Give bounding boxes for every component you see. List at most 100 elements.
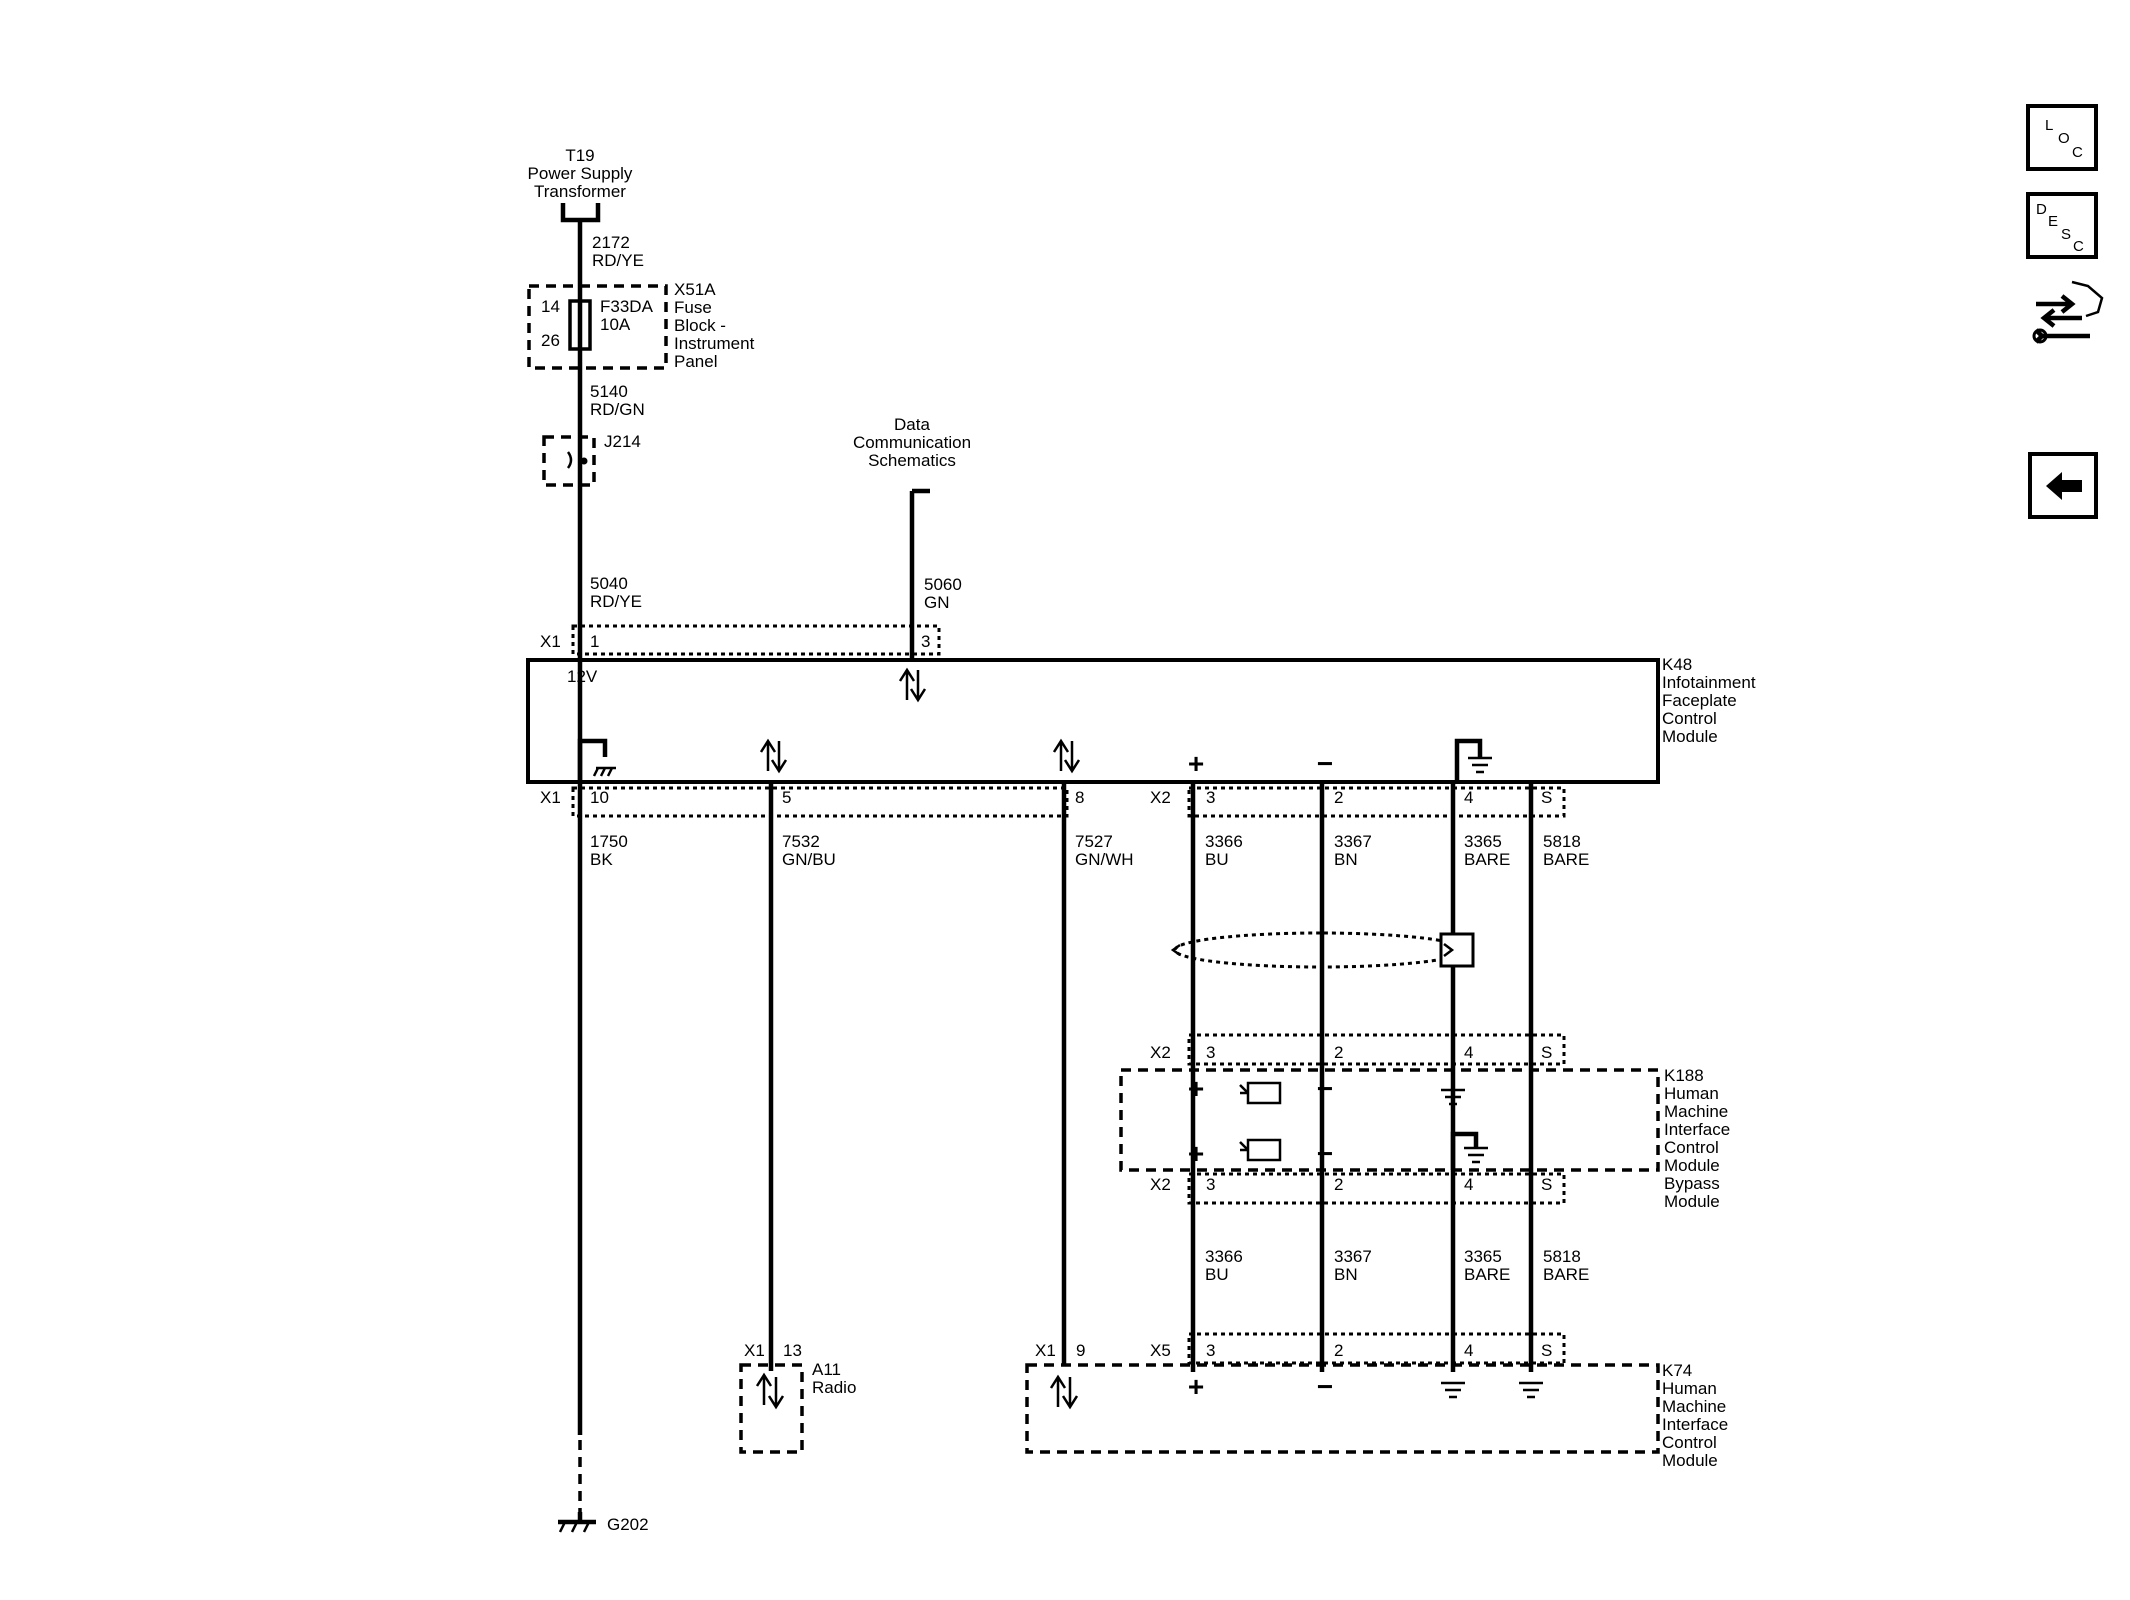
k48-x2-pin-s: S bbox=[1541, 788, 1552, 807]
ground-g202-label: G202 bbox=[607, 1515, 649, 1534]
back-button[interactable] bbox=[2028, 452, 2098, 519]
fuse-name: F33DA bbox=[600, 297, 654, 316]
k188-plus-top: + bbox=[1188, 1073, 1204, 1104]
svg-text:BARE: BARE bbox=[1464, 1265, 1510, 1284]
k48-pin-8: 8 bbox=[1075, 788, 1084, 807]
k48-bottom-connector-x2 bbox=[1187, 786, 1566, 818]
k48-bottom-connector-x1 bbox=[571, 786, 1069, 818]
k48-voltage: 12V bbox=[567, 667, 598, 686]
chassis-ground-g202-icon bbox=[558, 1512, 596, 1533]
svg-text:Human: Human bbox=[1662, 1379, 1717, 1398]
k188-module-box[interactable] bbox=[1119, 1068, 1660, 1172]
data-communication-link[interactable]: Data Communication Schematics bbox=[853, 415, 971, 470]
svg-text:X51A: X51A bbox=[674, 280, 716, 299]
back-arrow-icon bbox=[2046, 472, 2082, 500]
svg-text:Communication: Communication bbox=[853, 433, 971, 452]
splice-outline bbox=[542, 435, 596, 487]
k188-bottom-connector bbox=[1187, 1172, 1566, 1205]
k48-signal-ground-icon bbox=[1454, 738, 1492, 782]
wire-5040-circuit: 5040 bbox=[590, 574, 628, 593]
svg-text:Radio: Radio bbox=[812, 1378, 856, 1397]
svg-text:O: O bbox=[2058, 130, 2070, 147]
svg-text:3366: 3366 bbox=[1205, 1247, 1243, 1266]
k188-bottom-connector-label: X2 bbox=[1150, 1175, 1171, 1194]
k48-plus: + bbox=[1188, 748, 1204, 779]
k188-label: K188 Human Machine Interface Control Mod… bbox=[1664, 1066, 1730, 1211]
k188-top-connector-label: X2 bbox=[1150, 1043, 1171, 1062]
k188-top-pin-3: 3 bbox=[1206, 1043, 1215, 1062]
svg-text:C: C bbox=[2072, 144, 2083, 161]
k48-bottom-x1-label: X1 bbox=[540, 788, 561, 807]
a11-module-box[interactable] bbox=[739, 1363, 804, 1454]
k74-plus: + bbox=[1188, 1371, 1204, 1402]
svg-text:3366: 3366 bbox=[1205, 832, 1243, 851]
svg-text:BARE: BARE bbox=[1464, 850, 1510, 869]
k74-x5-connector bbox=[1187, 1332, 1566, 1365]
shield-drain-box bbox=[1439, 932, 1475, 968]
svg-text:GN/WH: GN/WH bbox=[1075, 850, 1134, 869]
svg-text:Module: Module bbox=[1664, 1192, 1720, 1211]
a11-connector-label: X1 bbox=[744, 1341, 765, 1360]
k74-minus: − bbox=[1317, 1371, 1333, 1402]
svg-text:Infotainment: Infotainment bbox=[1662, 673, 1756, 692]
k188-top-pin-2: 2 bbox=[1334, 1043, 1343, 1062]
svg-text:7532: 7532 bbox=[782, 832, 820, 851]
k48-data-arrow-3 bbox=[898, 667, 927, 703]
svg-text:BN: BN bbox=[1334, 1265, 1358, 1284]
svg-text:Fuse: Fuse bbox=[674, 298, 712, 317]
k48-module-box[interactable] bbox=[526, 658, 1660, 784]
k188-top-pin-4: 4 bbox=[1464, 1043, 1473, 1062]
shield-left-marker bbox=[1170, 943, 1181, 957]
svg-text:Power Supply: Power Supply bbox=[528, 164, 633, 183]
svg-text:Module: Module bbox=[1662, 1451, 1718, 1470]
fuse-block-outline bbox=[527, 284, 668, 370]
k74-ground-icon-s bbox=[1519, 1381, 1543, 1399]
fuse-block-label: X51A Fuse Block - Instrument Panel bbox=[674, 280, 755, 371]
wire-5060-color: GN bbox=[924, 593, 950, 612]
svg-text:C: C bbox=[2073, 238, 2084, 255]
k74-module-box[interactable] bbox=[1025, 1363, 1660, 1454]
k188-top-connector bbox=[1187, 1033, 1566, 1066]
fuse-pin-out: 26 bbox=[541, 331, 560, 350]
wire-labels-mid: 1750 BK 7532 GN/BU 7527 GN/WH 3366 BU 33… bbox=[590, 832, 1589, 869]
t19-label: T19 Power Supply Transformer bbox=[528, 146, 633, 201]
k74-data-arrow bbox=[1049, 1374, 1079, 1410]
svg-text:Machine: Machine bbox=[1664, 1102, 1728, 1121]
wire-5140-circuit: 5140 bbox=[590, 382, 628, 401]
wire-5060-circuit: 5060 bbox=[924, 575, 962, 594]
svg-text:Schematics: Schematics bbox=[868, 451, 956, 470]
svg-text:S: S bbox=[2061, 226, 2071, 243]
k48-x2-pin-2: 2 bbox=[1334, 788, 1343, 807]
svg-text:Block -: Block - bbox=[674, 316, 726, 335]
svg-text:3367: 3367 bbox=[1334, 832, 1372, 851]
wire-5140-color: RD/GN bbox=[590, 400, 645, 419]
k188-bottom-pin-4: 4 bbox=[1464, 1175, 1473, 1194]
splice-symbol bbox=[566, 451, 573, 469]
svg-text:1750: 1750 bbox=[590, 832, 628, 851]
k188-relay-icon-bottom bbox=[1239, 1138, 1282, 1162]
svg-text:Interface: Interface bbox=[1662, 1415, 1728, 1434]
location-button[interactable]: L O C bbox=[2026, 104, 2098, 171]
svg-text:GN/BU: GN/BU bbox=[782, 850, 836, 869]
svg-text:BARE: BARE bbox=[1543, 850, 1589, 869]
splice-label: J214 bbox=[604, 432, 641, 451]
k188-ground-icon-bottom bbox=[1450, 1131, 1488, 1170]
description-button[interactable]: D E S C bbox=[2026, 192, 2098, 259]
k48-data-arrow-5 bbox=[759, 738, 788, 774]
k48-pin-3: 3 bbox=[921, 632, 930, 651]
svg-text:Bypass: Bypass bbox=[1664, 1174, 1720, 1193]
diagnostic-tool-icon[interactable] bbox=[2032, 280, 2104, 344]
k188-bottom-pin-s: S bbox=[1541, 1175, 1552, 1194]
svg-text:A11: A11 bbox=[812, 1360, 841, 1379]
svg-text:3367: 3367 bbox=[1334, 1247, 1372, 1266]
k188-relay-icon-top bbox=[1239, 1081, 1282, 1105]
svg-text:Control: Control bbox=[1662, 709, 1717, 728]
fuse-rating: 10A bbox=[600, 315, 631, 334]
svg-text:Module: Module bbox=[1662, 727, 1718, 746]
k188-ground-icon-top bbox=[1441, 1088, 1465, 1106]
k48-x2-pin-3: 3 bbox=[1206, 788, 1215, 807]
wire-labels-low: 3366 BU 3367 BN 3365 BARE 5818 BARE bbox=[1205, 1247, 1589, 1284]
a11-label: A11 Radio bbox=[812, 1360, 856, 1397]
svg-text:Control: Control bbox=[1662, 1433, 1717, 1452]
